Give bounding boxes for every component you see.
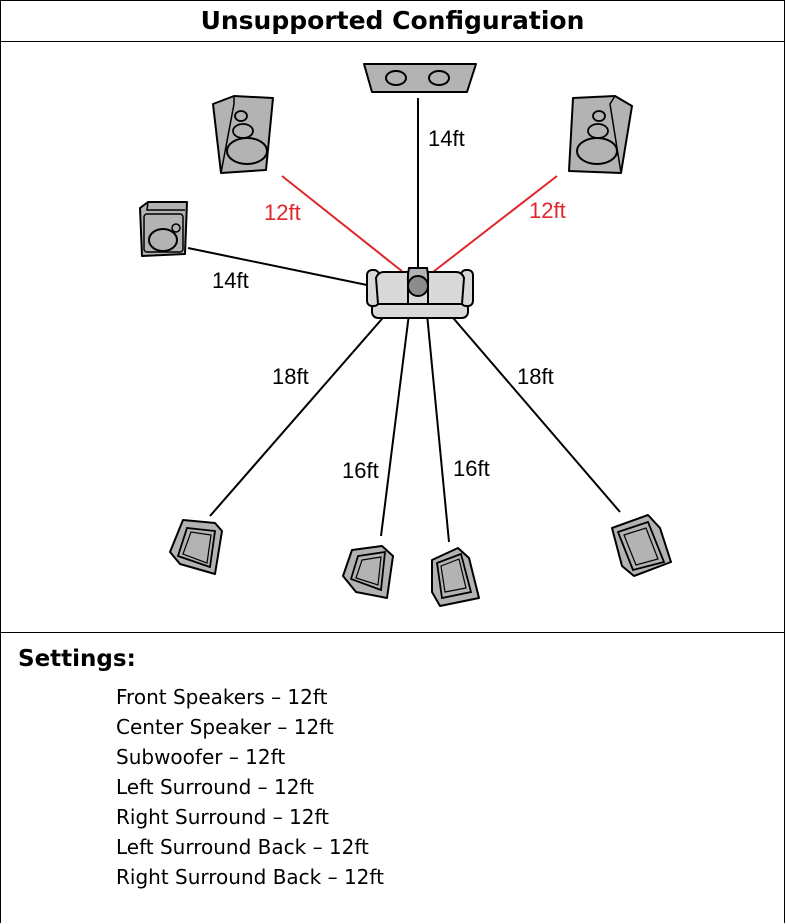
center-speaker-icon	[363, 63, 477, 93]
couch-icon	[366, 269, 474, 319]
front-right-distance-label: 12ft	[529, 198, 566, 223]
settings-item-left-surround: Left Surround – 12ft	[116, 775, 314, 799]
listener-icon	[406, 267, 430, 297]
settings-item-right-surround-back: Right Surround Back – 12ft	[116, 865, 384, 889]
right-surround-line	[447, 311, 621, 513]
front-left-distance-label: 12ft	[264, 200, 301, 225]
settings-item-front-speakers: Front Speakers – 12ft	[116, 685, 328, 709]
settings-title: Settings:	[18, 646, 136, 672]
front-left-speaker-icon	[212, 95, 274, 174]
speaker-diagram: 14ft 12ft 12ft 14ft 18ft 18ft 16ft 16ft	[0, 42, 785, 632]
left-surround-distance-label: 18ft	[272, 364, 309, 389]
settings-item-left-surround-back: Left Surround Back – 12ft	[116, 835, 369, 859]
subwoofer-icon	[139, 201, 188, 257]
right-surround-distance-label: 18ft	[517, 364, 554, 389]
front-right-speaker-icon	[568, 95, 633, 174]
page-title: Unsupported Configuration	[0, 0, 785, 42]
right-surround-back-distance-label: 16ft	[453, 456, 490, 481]
subwoofer-distance-label: 14ft	[212, 268, 249, 293]
right-surround-speaker-icon	[611, 514, 672, 577]
left-surround-back-distance-label: 16ft	[342, 458, 379, 483]
subwoofer-line	[187, 247, 368, 286]
front-left-line	[281, 175, 404, 273]
settings-list: Front Speakers – 12ft Center Speaker – 1…	[116, 682, 384, 892]
left-surround-back-speaker-icon	[342, 545, 394, 599]
left-surround-back-line	[380, 313, 410, 537]
center-distance-label: 14ft	[428, 126, 465, 151]
right-surround-back-speaker-icon	[431, 547, 480, 607]
left-surround-speaker-icon	[169, 519, 223, 575]
front-right-line	[432, 175, 558, 273]
settings-item-center-speaker: Center Speaker – 12ft	[116, 715, 334, 739]
settings-item-right-surround: Right Surround – 12ft	[116, 805, 330, 829]
right-surround-back-line	[426, 313, 450, 543]
section-divider	[0, 632, 785, 633]
settings-item-subwoofer: Subwoofer – 12ft	[116, 745, 286, 769]
left-surround-line	[209, 311, 389, 517]
